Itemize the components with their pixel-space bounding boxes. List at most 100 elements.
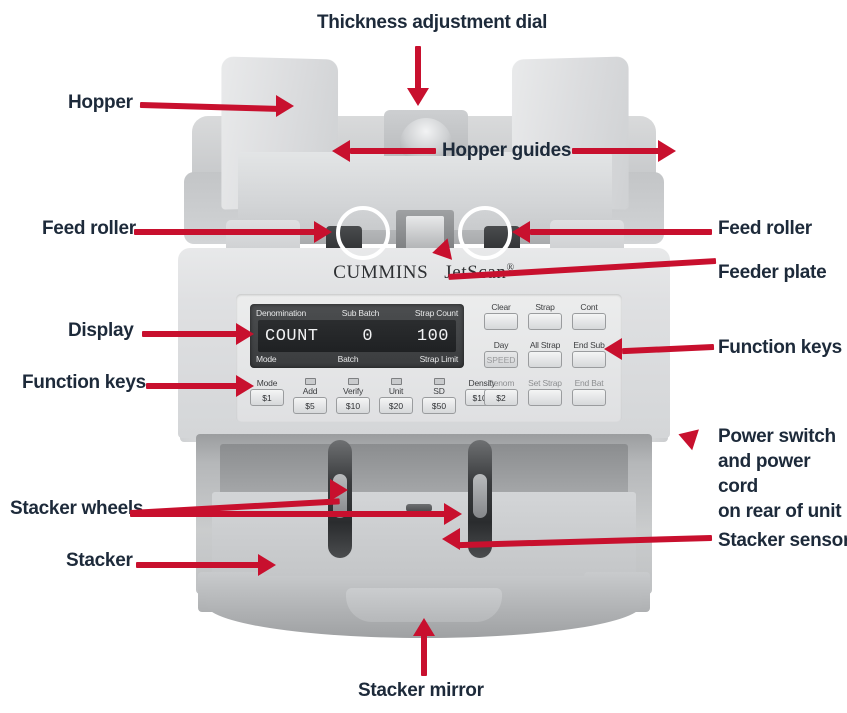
- control-panel: Denomination Sub Batch Strap Count COUNT…: [236, 294, 622, 422]
- brand-registered-mark: ®: [506, 262, 515, 274]
- leader-hopper-guides-left: [350, 148, 436, 154]
- leader-stacker-mirror: [421, 634, 427, 676]
- key-speed-button[interactable]: SPEED: [484, 351, 518, 368]
- key-density-label: Density: [468, 378, 496, 388]
- key-verify-button[interactable]: $10: [336, 397, 370, 414]
- key-cont-button[interactable]: [572, 313, 606, 330]
- stacker-wheel-right: [468, 440, 492, 558]
- key-clear-button[interactable]: [484, 313, 518, 330]
- display-label-strap-limit: Strap Limit: [419, 354, 459, 364]
- key-add-button[interactable]: $5: [293, 397, 327, 414]
- key-sd-label: SD: [433, 386, 445, 396]
- callout-power-switch: Power switch and power cord on rear of u…: [718, 424, 844, 524]
- callout-stacker-wheels: Stacker wheels: [10, 498, 144, 519]
- display-screen: Denomination Sub Batch Strap Count COUNT…: [250, 304, 464, 368]
- arrow-up-stacker-mirror: [413, 618, 435, 636]
- key-all-strap-label: All Strap: [529, 340, 561, 350]
- key-end-bat-label: End Bat: [574, 378, 604, 388]
- highlight-ring-feed-roller-right: [458, 206, 512, 260]
- key-set-strap-button[interactable]: [528, 389, 562, 406]
- callout-feed-roller-right: Feed roller: [718, 218, 812, 239]
- callout-hopper: Hopper: [68, 92, 133, 113]
- key-add[interactable]: Add $5: [293, 378, 327, 414]
- leader-display: [142, 331, 238, 337]
- leader-stacker: [136, 562, 260, 568]
- led-indicator-icon: [304, 378, 316, 385]
- callout-power-switch-line3: on rear of unit: [718, 501, 842, 522]
- brand-primary: CUMMINS: [333, 262, 429, 283]
- callout-feed-roller-left: Feed roller: [42, 218, 136, 239]
- display-label-mode: Mode: [256, 354, 277, 364]
- stacker-wheel-hub: [473, 474, 487, 518]
- callout-thickness-adjustment-dial: Thickness adjustment dial: [317, 12, 548, 33]
- denomination-key-row: Mode $1 Add $5 Verify $10 Unit $20: [250, 378, 499, 414]
- callout-stacker-mirror: Stacker mirror: [358, 680, 484, 701]
- key-end-bat-button[interactable]: [572, 389, 606, 406]
- display-bottom-labels: Mode Batch Strap Limit: [256, 353, 458, 365]
- feeder-plate-insert: [406, 216, 444, 250]
- display-label-batch: Batch: [337, 354, 359, 364]
- right-key-row-1: Clear Strap Cont: [484, 302, 606, 330]
- display-value-batch: 0: [362, 326, 374, 346]
- display-label-strap-count: Strap Count: [414, 308, 458, 318]
- currency-counter-illustration: CUMMINS JetScan® Denomination Sub Batch …: [178, 52, 670, 642]
- key-mode-button[interactable]: $1: [250, 389, 284, 406]
- key-sd[interactable]: SD $50: [422, 378, 456, 414]
- callout-display: Display: [68, 320, 134, 341]
- key-end-sub[interactable]: End Sub: [572, 340, 606, 368]
- arrow-right-stacker-wheels-upper: [330, 479, 348, 501]
- key-all-strap-button[interactable]: [528, 351, 562, 368]
- key-strap-button[interactable]: [528, 313, 562, 330]
- key-denom[interactable]: Denom $2: [484, 378, 518, 406]
- stacker-back-wall: [220, 444, 628, 496]
- key-strap-label: Strap: [535, 302, 555, 312]
- key-end-sub-button[interactable]: [572, 351, 606, 368]
- highlight-ring-feed-roller-left: [336, 206, 390, 260]
- arrow-right-hopper-guides: [658, 140, 676, 162]
- display-readout: COUNT 0 100: [258, 320, 456, 352]
- display-label-sub-batch: Sub Batch: [341, 308, 380, 318]
- stacker-mirror: [346, 588, 502, 622]
- arrow-right-stacker: [258, 554, 276, 576]
- right-key-row-2: Day SPEED All Strap End Sub: [484, 340, 606, 368]
- key-clear[interactable]: Clear: [484, 302, 518, 330]
- leader-feed-roller-left: [134, 229, 316, 235]
- key-end-sub-label: End Sub: [573, 340, 605, 350]
- stacker-sensor: [406, 504, 432, 512]
- key-set-strap[interactable]: Set Strap: [528, 378, 562, 406]
- display-top-labels: Denomination Sub Batch Strap Count: [256, 307, 458, 319]
- key-end-bat[interactable]: End Bat: [572, 378, 606, 406]
- arrow-down-thickness-dial: [407, 88, 429, 106]
- arrow-left-feed-roller-right: [512, 221, 530, 243]
- callout-hopper-guides: Hopper guides: [442, 140, 572, 161]
- key-denom-button[interactable]: $2: [484, 389, 518, 406]
- callout-function-keys-left: Function keys: [22, 372, 146, 393]
- key-cont[interactable]: Cont: [572, 302, 606, 330]
- key-unit-label: Unit: [388, 386, 404, 396]
- key-cont-label: Cont: [580, 302, 598, 312]
- arrow-left-function-keys-right: [604, 338, 622, 360]
- callout-feeder-plate: Feeder plate: [718, 262, 827, 283]
- display-label-denomination: Denomination: [256, 308, 307, 318]
- leader-thickness-dial: [415, 46, 421, 90]
- leader-stacker-wheels-lower: [130, 511, 448, 517]
- key-denom-label: Denom: [487, 378, 515, 388]
- key-add-label: Add: [302, 386, 318, 396]
- key-strap[interactable]: Strap: [528, 302, 562, 330]
- arrow-right-function-keys-left: [236, 375, 254, 397]
- leader-function-keys-left: [146, 383, 238, 389]
- arrow-left-hopper-guides: [332, 140, 350, 162]
- display-value-mode: COUNT: [265, 326, 319, 346]
- key-sd-button[interactable]: $50: [422, 397, 456, 414]
- leader-hopper-guides-right: [572, 148, 660, 154]
- key-mode[interactable]: Mode $1: [250, 378, 284, 414]
- callout-stacker: Stacker: [66, 550, 133, 571]
- key-verify[interactable]: Verify $10: [336, 378, 370, 414]
- key-unit-button[interactable]: $20: [379, 397, 413, 414]
- key-unit[interactable]: Unit $20: [379, 378, 413, 414]
- arrow-left-stacker-sensor: [442, 528, 460, 550]
- key-day[interactable]: Day SPEED: [484, 340, 518, 368]
- callout-function-keys-right: Function keys: [718, 337, 842, 358]
- key-all-strap[interactable]: All Strap: [528, 340, 562, 368]
